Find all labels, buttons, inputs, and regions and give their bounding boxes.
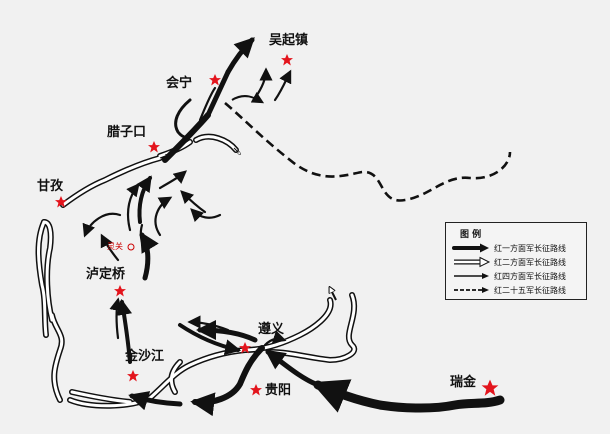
label-lazikou: 腊子口	[107, 125, 147, 140]
legend-label: 红一方面军长征路线	[494, 244, 566, 253]
legend-label: 红二十五军长征路线	[494, 286, 566, 295]
map-legend: 图 例 红一方面军长征路线 红二方面军长征路线 红四方面军长征路线	[445, 222, 587, 300]
legend-label: 红二方面军长征路线	[494, 258, 566, 267]
arrow-icon	[454, 287, 489, 293]
route-4th-front	[82, 67, 292, 347]
star-icon	[114, 285, 126, 297]
star-icon	[281, 54, 293, 66]
legend-item-red25: 红二十五军长征路线	[450, 284, 584, 296]
star-icon	[239, 342, 251, 354]
star-icon	[209, 74, 221, 86]
label-lingguan: 灵关	[107, 242, 123, 251]
label-huining: 会宁	[166, 76, 193, 91]
legend-item-1st-front: 红一方面军长征路线	[450, 242, 584, 254]
legend-item-4th-front: 红四方面军长征路线	[450, 270, 584, 282]
label-guiyang: 贵阳	[265, 383, 292, 398]
arrow-icon	[454, 256, 491, 268]
star-icon	[250, 384, 262, 396]
route-1st-front	[116, 37, 505, 417]
route-red25	[224, 92, 512, 202]
lingguan-marker	[127, 243, 135, 251]
label-wuqizhen: 吴起镇	[269, 33, 309, 48]
label-zunyi: 遵义	[258, 322, 285, 337]
star-icon	[148, 141, 160, 153]
legend-item-2nd-front: 红二方面军长征路线	[450, 256, 584, 268]
label-ganzi: 甘孜	[37, 179, 64, 194]
label-jinshajiang: 金沙江	[125, 349, 165, 364]
place-stars	[55, 54, 499, 396]
label-ruijin: 瑞金	[450, 375, 477, 390]
label-ludingqiao: 泸定桥	[86, 267, 126, 282]
arrow-icon	[452, 243, 489, 253]
star-icon	[481, 379, 499, 396]
legend-title: 图 例	[460, 230, 482, 240]
legend-label: 红四方面军长征路线	[494, 272, 566, 281]
route-2nd-front	[35, 133, 358, 409]
star-icon	[127, 370, 139, 382]
arrow-icon	[454, 273, 489, 279]
star-icon	[55, 196, 67, 208]
